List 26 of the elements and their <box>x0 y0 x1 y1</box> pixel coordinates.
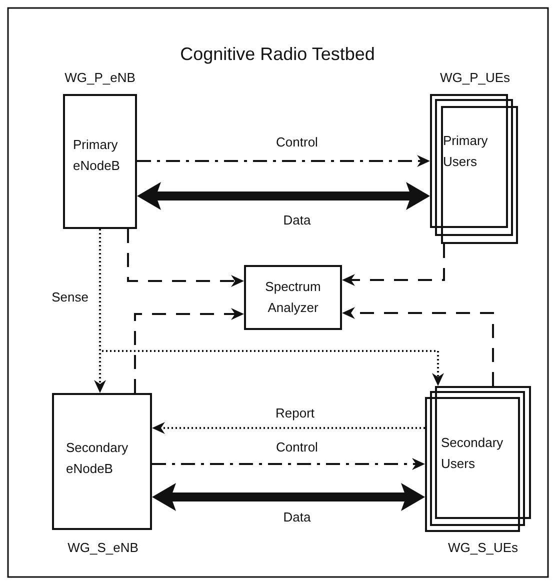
node-caption: WG_P_eNB <box>64 70 136 85</box>
arrow <box>134 308 244 393</box>
arrow <box>127 229 244 287</box>
edge-label: Data <box>281 510 313 524</box>
arrow <box>152 422 425 434</box>
arrow <box>137 155 430 167</box>
edge-label: Control <box>274 440 320 454</box>
edge-label: Control <box>274 134 320 150</box>
process-box <box>244 265 342 330</box>
box-label: Spectrum Analyzer <box>264 278 322 317</box>
arrow <box>99 229 444 386</box>
edge-label: Data <box>281 212 313 228</box>
diagram-title: Cognitive Radio Testbed <box>179 44 376 65</box>
edge-label: Sense <box>50 290 90 304</box>
node-caption: WG_S_eNB <box>68 540 138 555</box>
arrow <box>137 182 430 210</box>
node-caption: WG_P_UEs <box>440 70 510 85</box>
node-caption: WG_S_UEs <box>448 540 518 555</box>
arrow <box>152 483 425 511</box>
box-label: Primary eNodeB <box>73 136 121 175</box>
arrow <box>342 307 494 386</box>
arrow <box>152 458 425 470</box>
box-label: Secondary eNodeB <box>66 439 130 478</box>
box-label: Secondary Users <box>441 434 504 473</box>
box-label: Primary Users <box>443 132 489 171</box>
arrow <box>342 244 445 286</box>
